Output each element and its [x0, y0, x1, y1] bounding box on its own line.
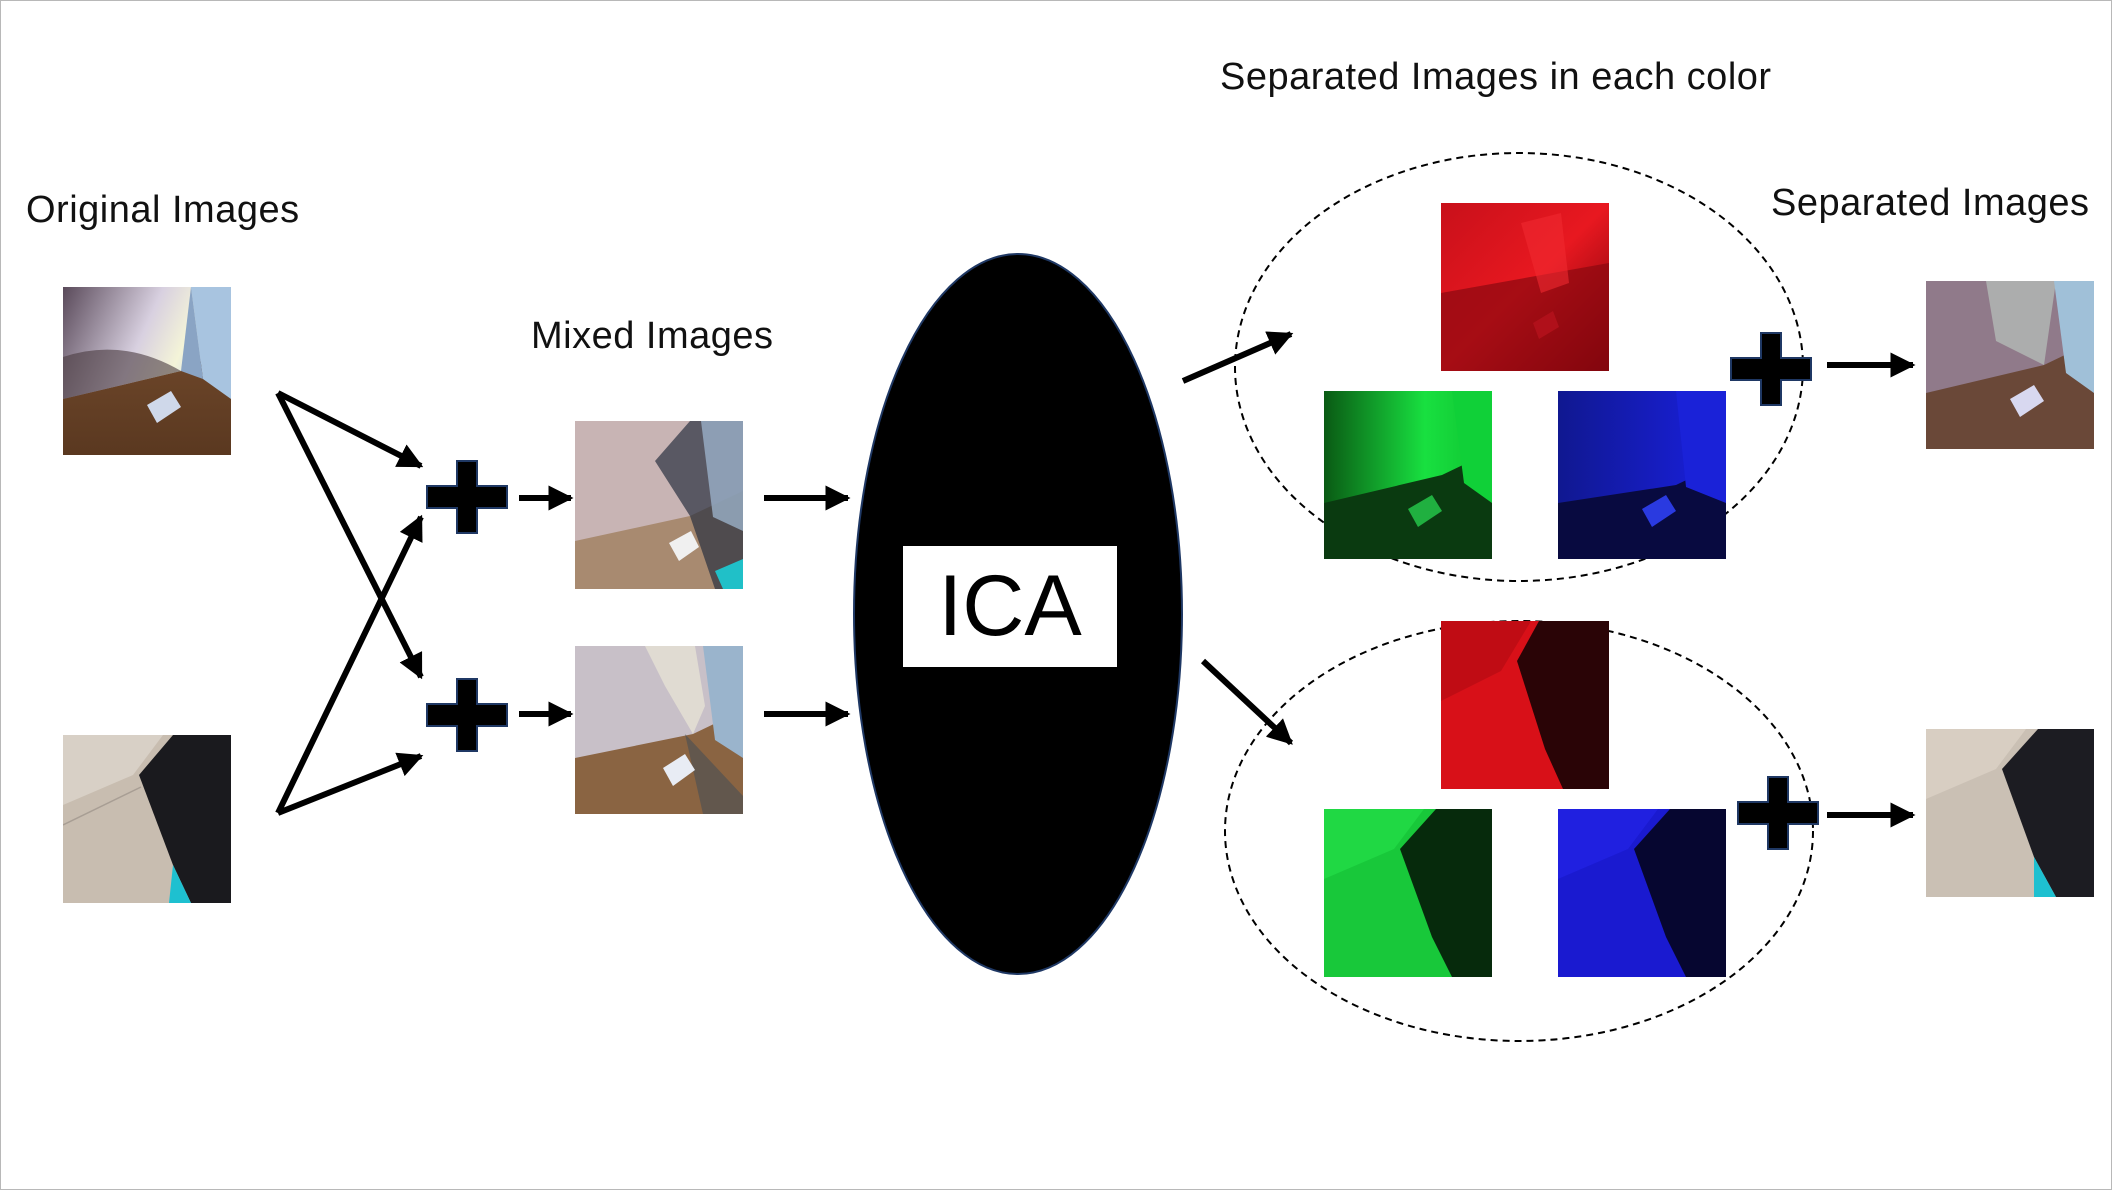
- separated-green-channel-1: [1324, 391, 1492, 559]
- plus-icon: [1737, 776, 1819, 850]
- arrow-icon: [1200, 658, 1294, 746]
- original-image-desk: [63, 287, 231, 455]
- plus-icon: [426, 678, 508, 752]
- arrow-icon: [276, 752, 424, 816]
- separated-red-channel-2: [1441, 621, 1609, 789]
- separated-each-color-label: Separated Images in each color: [1220, 56, 1772, 98]
- separated-green-channel-2: [1324, 809, 1492, 977]
- separated-blue-channel-2: [1558, 809, 1726, 977]
- mixed-images-label: Mixed Images: [531, 315, 774, 357]
- mixed-image-2: [575, 646, 743, 814]
- arrow-icon: [275, 514, 424, 815]
- separated-image-desk: [1926, 281, 2094, 449]
- plus-icon: [426, 460, 508, 534]
- ica-label: ICA: [903, 546, 1117, 667]
- arrow-icon: [1181, 331, 1294, 384]
- mixed-image-1: [575, 421, 743, 589]
- original-image-fabric: [63, 735, 231, 903]
- separated-image-fabric: [1926, 729, 2094, 897]
- original-images-label: Original Images: [26, 189, 300, 231]
- arrow-icon: [275, 391, 424, 680]
- plus-icon: [1730, 332, 1812, 406]
- separated-images-label: Separated Images: [1771, 182, 2090, 224]
- arrow-icon: [276, 390, 424, 469]
- separated-red-channel-1: [1441, 203, 1609, 371]
- separated-blue-channel-1: [1558, 391, 1726, 559]
